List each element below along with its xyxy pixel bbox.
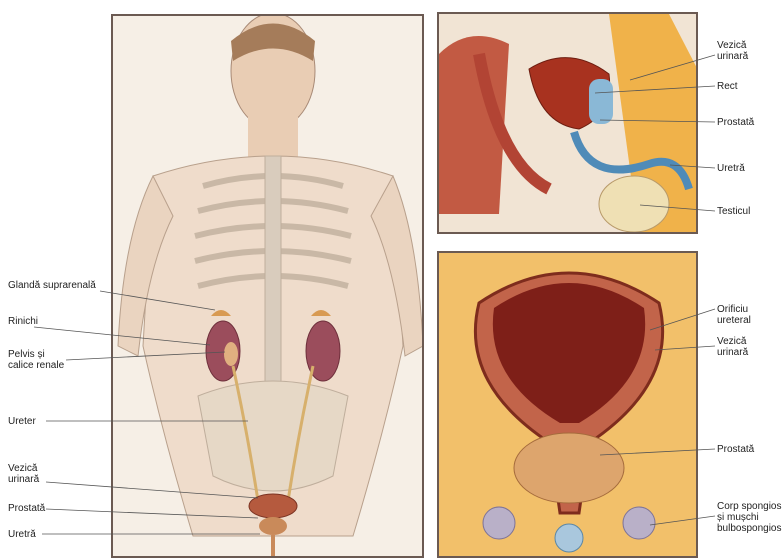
label-rectum: Rect (717, 81, 738, 92)
label-spongy-body: Corp spongios și mușchi bulbospongios (717, 501, 782, 534)
label-sag-urethra: Uretră (717, 163, 745, 174)
label-kidney: Rinichi (8, 316, 38, 327)
label-sag-bladder: Vezică urinară (717, 40, 748, 62)
label-cor-prostate: Prostată (717, 444, 754, 455)
label-testicle: Testicul (717, 206, 750, 217)
label-urethra: Uretră (8, 529, 36, 540)
label-ureteral-orifice: Orificiu ureteral (717, 304, 782, 326)
label-prostate: Prostată (8, 503, 45, 514)
label-adrenal-gland: Glandă suprarenală (8, 280, 96, 291)
label-bladder: Vezică urinară (8, 463, 39, 485)
label-ureter: Ureter (8, 416, 36, 427)
label-renal-pelvis: Pelvis și calice renale (8, 349, 64, 371)
label-sag-prostate: Prostată (717, 117, 754, 128)
label-cor-bladder: Vezică urinară (717, 336, 748, 358)
